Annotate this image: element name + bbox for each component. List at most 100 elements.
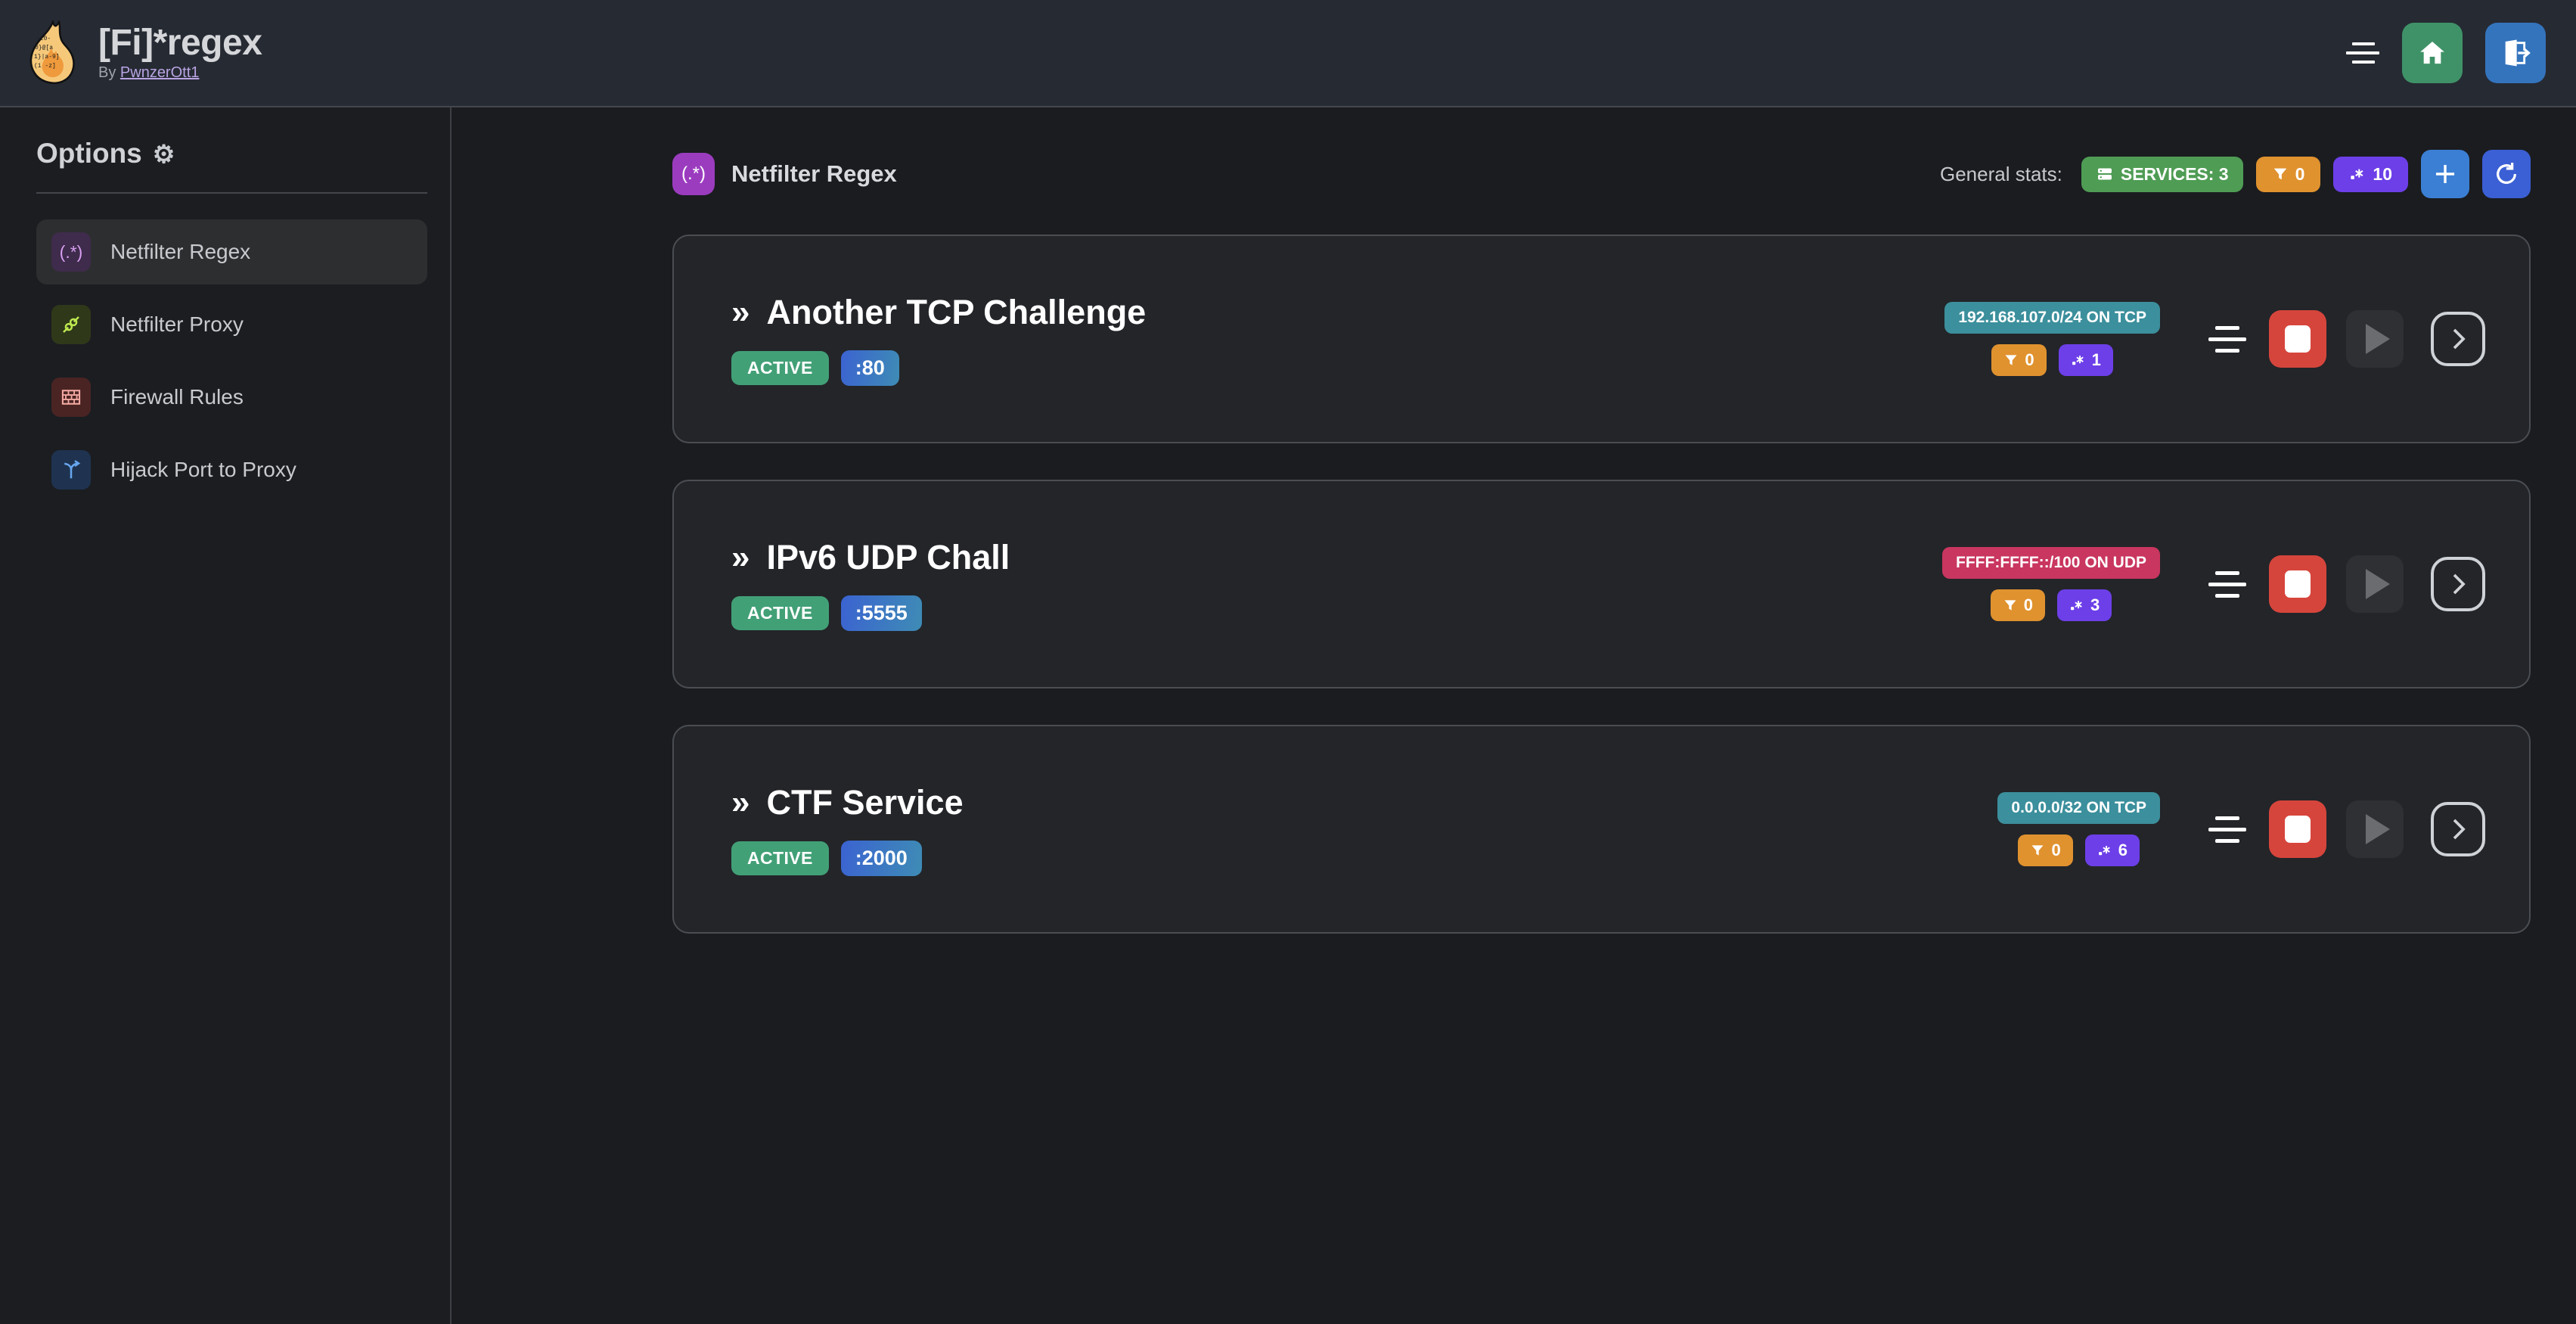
open-service-button[interactable] bbox=[2431, 312, 2485, 366]
drag-handle-icon[interactable] bbox=[2207, 319, 2248, 359]
status-badge-filters: 0 bbox=[2255, 156, 2321, 192]
service-card-info: » CTF Service ACTIVE :2000 bbox=[731, 783, 964, 876]
sidebar-item-netfilter-proxy[interactable]: Netfilter Proxy bbox=[36, 292, 427, 357]
sidebar-item-firewall-rules[interactable]: Firewall Rules bbox=[36, 365, 427, 430]
service-counters: 0 3 bbox=[1990, 589, 2112, 621]
filter-count-label: 0 bbox=[2025, 350, 2034, 369]
sidebar-item-label: Hijack Port to Proxy bbox=[110, 458, 296, 481]
gear-icon: ⚙ bbox=[152, 139, 175, 168]
double-chevron-icon: » bbox=[731, 538, 750, 576]
by-prefix: By bbox=[98, 64, 120, 81]
stop-button[interactable] bbox=[2269, 800, 2326, 858]
service-counters: 0 6 bbox=[2018, 834, 2140, 866]
service-card-info: » Another TCP Challenge ACTIVE :80 bbox=[731, 293, 1146, 386]
stop-icon bbox=[2285, 325, 2311, 353]
filter-count-badge: 0 bbox=[2018, 834, 2073, 866]
refresh-button[interactable] bbox=[2482, 150, 2531, 198]
play-button[interactable] bbox=[2346, 555, 2404, 613]
sidebar-item-hijack-port-to-proxy[interactable]: Hijack Port to Proxy bbox=[36, 437, 427, 502]
brick-wall-icon bbox=[51, 378, 91, 417]
regex-count-label: 10 bbox=[2373, 163, 2392, 184]
stop-icon bbox=[2285, 816, 2311, 843]
service-card[interactable]: » CTF Service ACTIVE :2000 0.0.0.0/32 ON… bbox=[672, 725, 2531, 934]
services-count-label: SERVICES: 3 bbox=[2120, 163, 2229, 184]
filter-count-badge: 0 bbox=[1990, 589, 2045, 621]
regex-count-label: 3 bbox=[2090, 595, 2100, 614]
funnel-icon bbox=[2004, 600, 2016, 611]
service-tags: ACTIVE :5555 bbox=[731, 595, 1010, 631]
brand: -z0- 0}@[a 1}|a-9] (1 -z] [Fi]*regex By … bbox=[0, 19, 262, 85]
main-header: (.*) Netfilter Regex General stats: SERV… bbox=[672, 145, 2531, 203]
regex-dot-star-icon bbox=[2071, 601, 2082, 611]
add-service-button[interactable] bbox=[2421, 150, 2469, 198]
port-badge: :5555 bbox=[840, 595, 922, 631]
refresh-icon bbox=[2497, 163, 2516, 184]
main-content: (.*) Netfilter Regex General stats: SERV… bbox=[453, 107, 2576, 1324]
svg-text:1}|a-9]: 1}|a-9] bbox=[34, 54, 60, 61]
play-button[interactable] bbox=[2346, 800, 2404, 858]
service-network-info: 0.0.0.0/32 ON TCP 0 bbox=[1997, 792, 2160, 866]
filter-count-badge: 0 bbox=[1991, 344, 2047, 376]
drag-handle-icon[interactable] bbox=[2207, 809, 2248, 850]
sidebar-item-label: Netfilter Proxy bbox=[110, 312, 244, 336]
stop-button[interactable] bbox=[2269, 555, 2326, 613]
chevron-right-icon bbox=[2453, 819, 2466, 840]
network-badge: FFFF:FFFF::/100 ON UDP bbox=[1942, 547, 2160, 579]
play-button[interactable] bbox=[2346, 310, 2404, 368]
service-card[interactable]: » Another TCP Challenge ACTIVE :80 192.1… bbox=[672, 235, 2531, 443]
sidebar-item-netfilter-regex[interactable]: (.*) Netfilter Regex bbox=[36, 219, 427, 284]
server-icon bbox=[2097, 168, 2112, 180]
svg-text:0}@[a: 0}@[a bbox=[35, 45, 53, 51]
service-card-actions: 0.0.0.0/32 ON TCP 0 bbox=[1997, 792, 2485, 866]
service-name: IPv6 UDP Chall bbox=[766, 537, 1010, 577]
filter-count-label: 0 bbox=[2023, 595, 2033, 614]
filter-count-label: 0 bbox=[2051, 841, 2061, 859]
service-card[interactable]: » IPv6 UDP Chall ACTIVE :5555 FFFF:FFFF:… bbox=[672, 480, 2531, 688]
port-badge: :80 bbox=[840, 350, 899, 386]
page-title: Netfilter Regex bbox=[731, 160, 897, 187]
service-network-info: FFFF:FFFF::/100 ON UDP 0 bbox=[1942, 547, 2160, 621]
app-header: -z0- 0}@[a 1}|a-9] (1 -z] [Fi]*regex By … bbox=[0, 0, 2576, 107]
regex-count-badge: 1 bbox=[2058, 344, 2113, 376]
filters-count-label: 0 bbox=[2295, 163, 2305, 184]
plus-icon bbox=[2435, 164, 2455, 184]
logout-icon bbox=[2505, 39, 2531, 67]
service-title-row: » IPv6 UDP Chall bbox=[731, 538, 1010, 577]
home-button[interactable] bbox=[2402, 23, 2463, 83]
status-badge: ACTIVE bbox=[731, 595, 829, 630]
author-link[interactable]: PwnzerOtt1 bbox=[119, 64, 200, 81]
regex-icon: (.*) bbox=[672, 153, 715, 195]
general-stats: General stats: SERVICES: 3 0 bbox=[1940, 150, 2531, 198]
status-badge-regex: 10 bbox=[2333, 156, 2408, 192]
funnel-icon bbox=[2031, 845, 2044, 856]
play-icon bbox=[2365, 569, 2390, 599]
sidebar-item-label: Netfilter Regex bbox=[110, 240, 251, 263]
app-title: [Fi]*regex bbox=[98, 23, 262, 64]
sidebar-heading-label: Options bbox=[36, 138, 142, 169]
proxy-link-icon bbox=[51, 305, 91, 344]
sidebar: Options ⚙ (.*) Netfilter Regex Netfilter… bbox=[0, 107, 452, 1324]
app-author-line: By PwnzerOtt1 bbox=[98, 64, 262, 82]
svg-text:-z0-: -z0- bbox=[36, 36, 51, 42]
funnel-icon bbox=[2273, 168, 2286, 180]
service-list: » Another TCP Challenge ACTIVE :80 192.1… bbox=[672, 235, 2531, 934]
stop-button[interactable] bbox=[2269, 310, 2326, 368]
drag-handle-icon[interactable] bbox=[2207, 564, 2248, 605]
shuffle-arrow-icon bbox=[51, 450, 91, 490]
service-title-row: » Another TCP Challenge bbox=[731, 293, 1146, 332]
svg-text:(1 -z]: (1 -z] bbox=[34, 63, 56, 70]
chevron-right-icon bbox=[2453, 573, 2466, 595]
regex-dot-star-icon bbox=[2351, 169, 2363, 179]
flame-logo: -z0- 0}@[a 1}|a-9] (1 -z] bbox=[26, 19, 79, 85]
port-badge: :2000 bbox=[840, 840, 922, 876]
regex-count-label: 1 bbox=[2091, 350, 2101, 369]
open-service-button[interactable] bbox=[2431, 557, 2485, 611]
service-counters: 0 1 bbox=[1991, 344, 2113, 376]
logout-button[interactable] bbox=[2485, 23, 2546, 83]
open-service-button[interactable] bbox=[2431, 802, 2485, 856]
regex-count-label: 6 bbox=[2118, 841, 2128, 859]
hamburger-menu-icon[interactable] bbox=[2343, 38, 2379, 68]
regex-count-badge: 3 bbox=[2057, 589, 2112, 621]
service-card-actions: FFFF:FFFF::/100 ON UDP 0 bbox=[1942, 547, 2485, 621]
double-chevron-icon: » bbox=[731, 783, 750, 821]
